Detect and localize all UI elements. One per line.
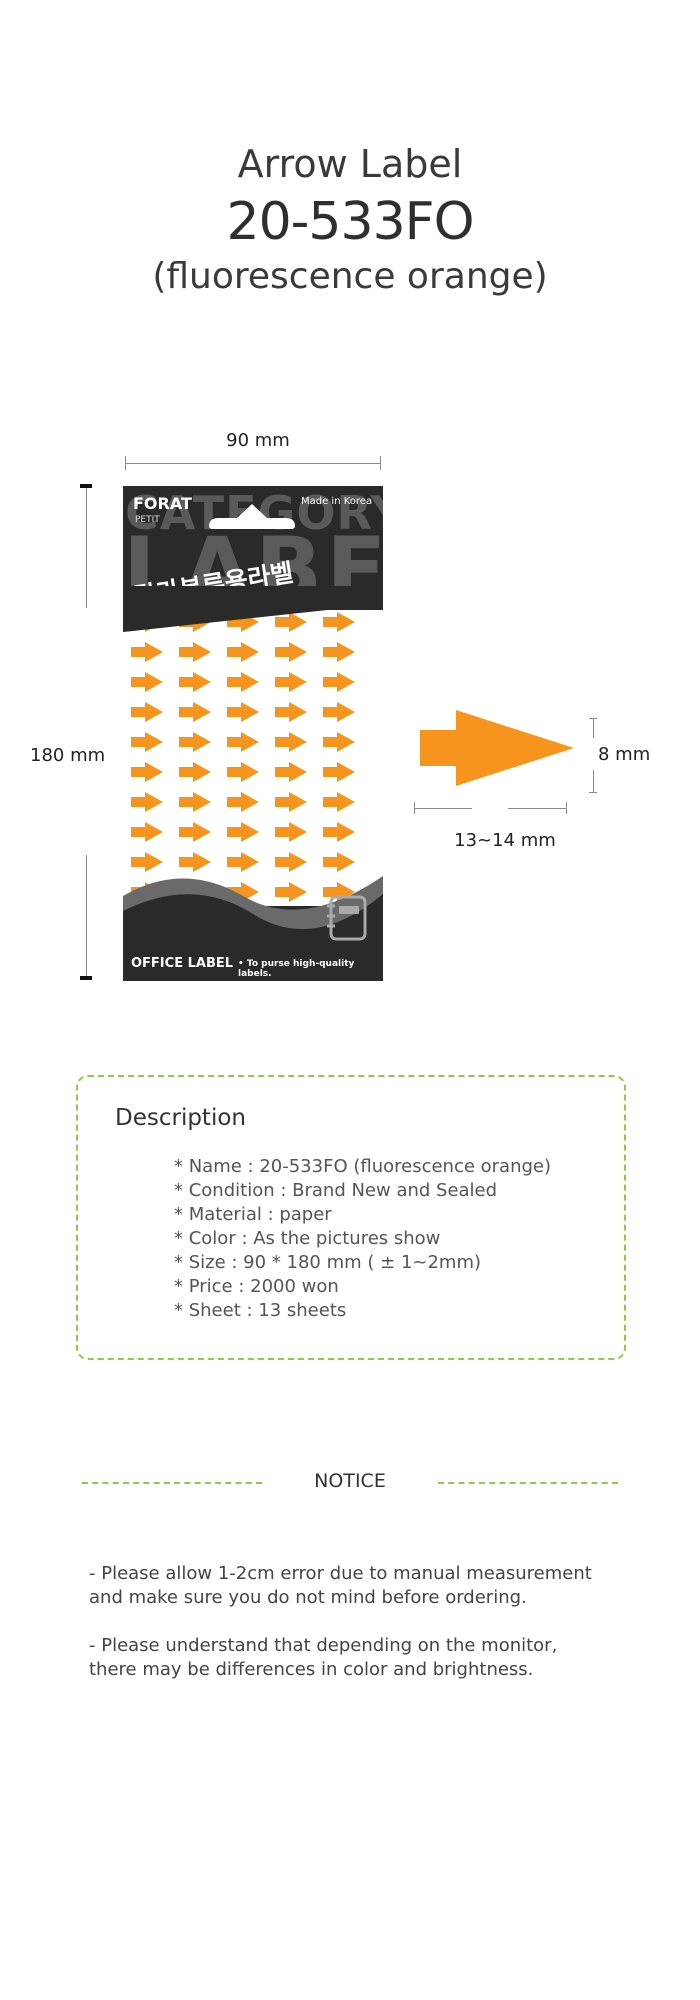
package-made-in: Made in Korea [301, 496, 373, 507]
package-footer-right: • To purse high-quality labels. [238, 959, 355, 979]
notice-divider-left [82, 1482, 262, 1484]
description-item-size: * Size : 90 * 180 mm ( ± 1~2mm) [174, 1252, 482, 1273]
product-code-title: 20-533FO [226, 192, 474, 252]
arrow-length-label: 13~14 mm [454, 830, 556, 851]
package-brand: FORAT [133, 494, 192, 513]
description-box [76, 1075, 626, 1360]
description-item-material: * Material : paper [174, 1204, 332, 1225]
height-dimension-cap-bottom [80, 976, 92, 980]
height-dimension-line-top [86, 488, 87, 608]
description-item-sheet: * Sheet : 13 sheets [174, 1300, 347, 1321]
arrow-length-line-left [414, 808, 472, 809]
arrow-labels-grid [131, 612, 355, 902]
title-color-subtitle: (fluorescence orange) [152, 256, 548, 297]
title-line-1: Arrow Label [237, 142, 463, 186]
notice-title: NOTICE [314, 1470, 386, 1492]
arrow-length-tick-left [414, 802, 415, 814]
notice-p2-line1: - Please understand that depending on th… [89, 1635, 558, 1656]
description-title: Description [115, 1105, 246, 1131]
notice-p2-line2: there may be differences in color and br… [89, 1659, 534, 1680]
arrow-height-line-top [593, 718, 594, 738]
height-dimension-cap-top [80, 484, 92, 488]
width-dimension-label: 90 mm [226, 430, 290, 451]
description-item-price: * Price : 2000 won [174, 1276, 339, 1297]
package-bottom-wave [123, 876, 383, 981]
width-dimension-tick-left [125, 456, 126, 470]
notebook-icon [327, 895, 367, 941]
description-list: * Name : 20-533FO (fluorescence orange) … [174, 1155, 551, 1323]
notice-p1-line2: and make sure you do not mind before ord… [89, 1587, 527, 1608]
notice-divider-right [438, 1482, 618, 1484]
notice-p1-line1: - Please allow 1-2cm error due to manual… [89, 1563, 592, 1584]
label-package: CATEGORY LABEL FORAT PETIT Made in Korea… [123, 486, 383, 981]
arrow-length-tick-right [566, 802, 567, 814]
notice-paragraph-2: - Please understand that depending on th… [89, 1634, 629, 1682]
arrow-length-line-right [508, 808, 566, 809]
arrow-height-label: 8 mm [598, 744, 651, 765]
height-dimension-line-bottom [86, 855, 87, 977]
notice-paragraph-1: - Please allow 1-2cm error due to manual… [89, 1562, 629, 1610]
arrow-label-sample [420, 710, 574, 786]
package-footer-left: OFFICE LABEL [131, 956, 234, 971]
arrow-height-line-bottom [593, 770, 594, 792]
description-item-color: * Color : As the pictures show [174, 1228, 441, 1249]
arrow-height-tick-bottom [589, 792, 597, 793]
hang-hole-icon [209, 504, 295, 529]
description-item-name: * Name : 20-533FO (fluorescence orange) [174, 1156, 552, 1177]
package-top-band [123, 586, 383, 632]
package-sub-brand: PETIT [135, 515, 160, 525]
description-item-condition: * Condition : Brand New and Sealed [174, 1180, 498, 1201]
width-dimension-tick-right [380, 456, 381, 470]
package-window [123, 610, 383, 906]
width-dimension-line [125, 463, 380, 464]
height-dimension-label: 180 mm [30, 745, 106, 766]
